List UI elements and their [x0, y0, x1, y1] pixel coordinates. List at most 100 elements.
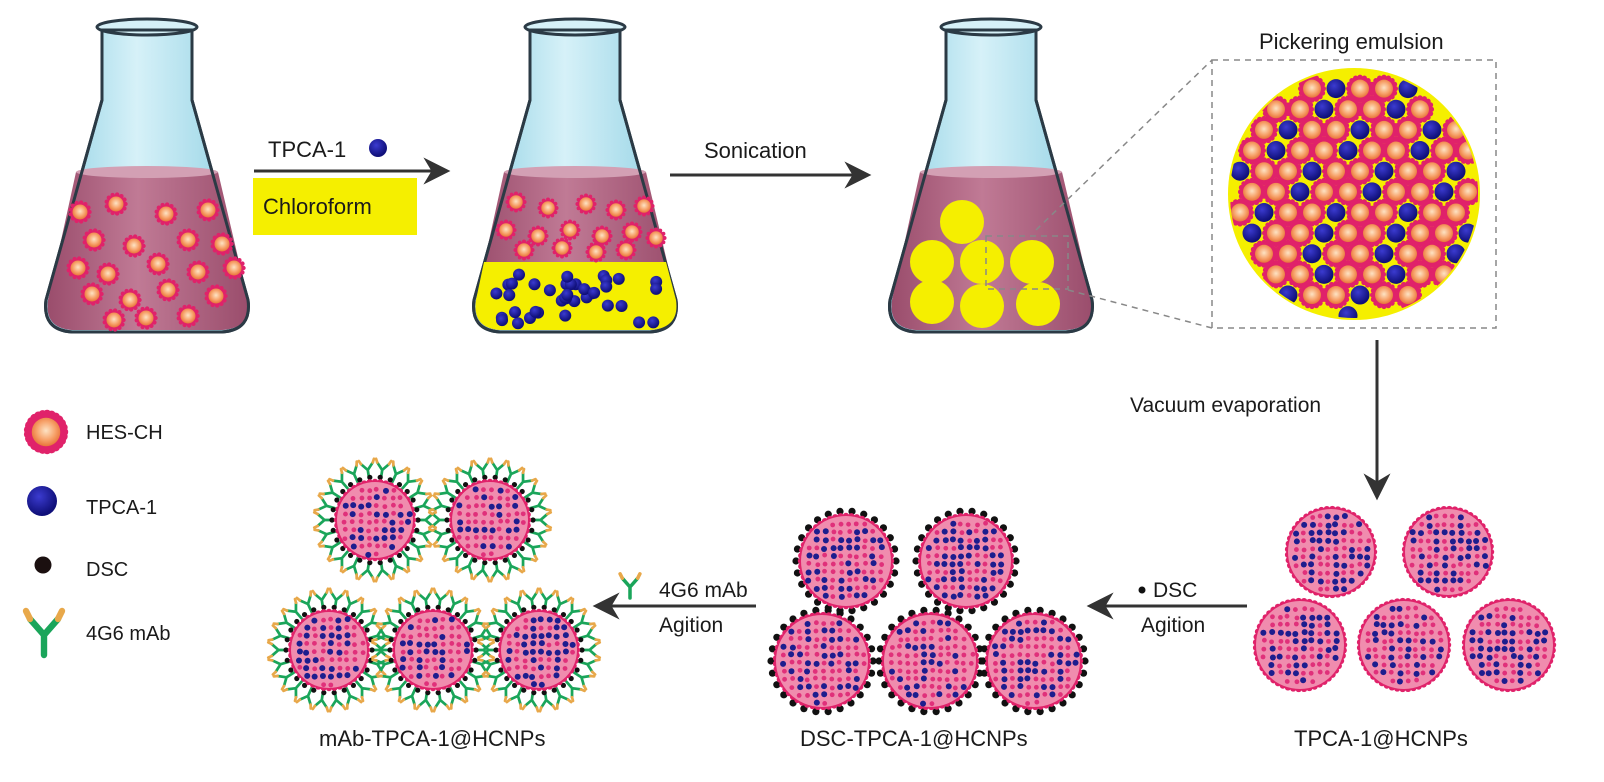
antibody: [428, 494, 452, 512]
antibody: [572, 671, 596, 691]
antibody: [345, 590, 363, 614]
antibody: [449, 590, 467, 614]
nanoparticle-core: [1360, 601, 1448, 689]
antibody: [516, 467, 537, 490]
tpca1-molecule: [1410, 141, 1430, 161]
antibody: [482, 671, 506, 691]
emulsion-droplet: [910, 280, 954, 324]
step2-arrow: Sonication: [670, 138, 872, 189]
tpca1-molecule: [496, 314, 509, 327]
tpca1-molecule: [1398, 202, 1418, 222]
hes-ch-particle: [204, 284, 228, 308]
hes-ch-particle: [1285, 260, 1315, 289]
liquid-surface: [920, 166, 1062, 178]
nanoparticle: [875, 606, 985, 716]
antibody: [456, 460, 474, 484]
chloroform-box: [253, 178, 417, 235]
antibody: [267, 658, 291, 676]
antibody: [433, 541, 457, 561]
hes-ch-particle: [122, 234, 146, 258]
antibody: [386, 680, 407, 703]
antibody: [482, 609, 506, 629]
step4-arrow: DSC Agition: [1086, 579, 1247, 637]
tpca1-molecule: [600, 280, 613, 293]
nanoparticle: [1284, 505, 1378, 599]
antibody: [492, 597, 513, 620]
antibody: [449, 686, 467, 710]
antibody: [313, 494, 337, 512]
dsc-tpca1-hcnps-cluster: [767, 507, 1089, 716]
antibody: [565, 680, 586, 703]
hes-ch-particle: [615, 239, 637, 261]
antibody: [376, 671, 400, 691]
tpca1-molecule: [1230, 161, 1250, 181]
flask-biphasic-chloroform: [472, 17, 678, 334]
antibody: [433, 479, 457, 499]
nanoparticle: [1252, 597, 1348, 693]
hes-ch-particle: [80, 282, 104, 306]
tpca1-molecule: [511, 317, 524, 330]
antibody: [476, 640, 499, 660]
hes-ch-particle: [1357, 136, 1387, 165]
nanoparticle-core: [1288, 509, 1374, 595]
emulsion-droplet: [1010, 240, 1054, 284]
antibody: [313, 528, 337, 546]
step1-solvent-label: Chloroform: [263, 194, 372, 219]
tpca1-molecule: [561, 288, 574, 301]
antibody: [318, 479, 342, 499]
hes-ch-particle: [1405, 177, 1435, 206]
hes-ch-particle: [186, 260, 210, 284]
hes-ch-particle: [1429, 136, 1459, 165]
nanoparticle-core: [1256, 601, 1344, 689]
hes-ch-particle: [102, 308, 126, 332]
hes-ch-particle: [1417, 157, 1447, 186]
flask-rim: [939, 17, 1043, 37]
hes-ch-particle: [1369, 198, 1399, 227]
antibody: [506, 556, 524, 580]
antibody: [295, 686, 313, 710]
hes-ch-particle: [118, 288, 142, 312]
hes-ch-particle: [96, 262, 120, 286]
product-label-dsc-tpca1-hcnps: DSC-TPCA-1@HCNPs: [800, 726, 1028, 751]
inset-title: Pickering emulsion: [1259, 29, 1444, 54]
hes-ch-particle: [1345, 74, 1375, 103]
tpca1-molecule: [1374, 161, 1394, 181]
nanoparticle: [312, 457, 438, 583]
hes-ch-particle: [495, 219, 517, 241]
antibody: [282, 597, 303, 620]
nanoparticle: [1461, 597, 1557, 693]
flask-rim: [95, 17, 199, 37]
step2-label: Sonication: [704, 138, 807, 163]
hes-ch-particle: [1297, 281, 1327, 310]
tpca1-molecule: [543, 284, 556, 297]
tpca1-molecule: [1386, 99, 1406, 119]
hes-ch-particle: [210, 232, 234, 256]
tpca1-molecule: [612, 272, 625, 285]
nanoparticle: [427, 457, 553, 583]
antibody: [374, 560, 393, 583]
antibody: [489, 560, 508, 583]
antibody: [328, 550, 349, 573]
hes-ch-particle: [1273, 157, 1303, 186]
nanoparticle: [266, 587, 392, 713]
antibody: [341, 556, 359, 580]
hes-ch-particle: [104, 192, 128, 216]
antibody: [528, 494, 552, 512]
hes-ch-particle: [1369, 74, 1399, 103]
hes-ch-particle: [1441, 198, 1471, 227]
antibody: [477, 658, 501, 676]
antibody: [521, 587, 540, 610]
tpca1-molecule: [369, 139, 387, 157]
hes-ch-particle: [1333, 177, 1363, 206]
hes-ch-particle: [1285, 136, 1315, 165]
tpca1-molecule: [578, 283, 591, 296]
nanoparticle-core: [1405, 509, 1491, 595]
antibody-icon: [618, 572, 642, 600]
antibody: [386, 597, 407, 620]
liquid-surface: [504, 166, 646, 178]
nanoparticle: [767, 606, 877, 716]
tpca1-molecule: [1362, 182, 1382, 202]
antibody: [565, 597, 586, 620]
zoom-lines: [985, 59, 1497, 329]
antibody: [376, 609, 400, 629]
